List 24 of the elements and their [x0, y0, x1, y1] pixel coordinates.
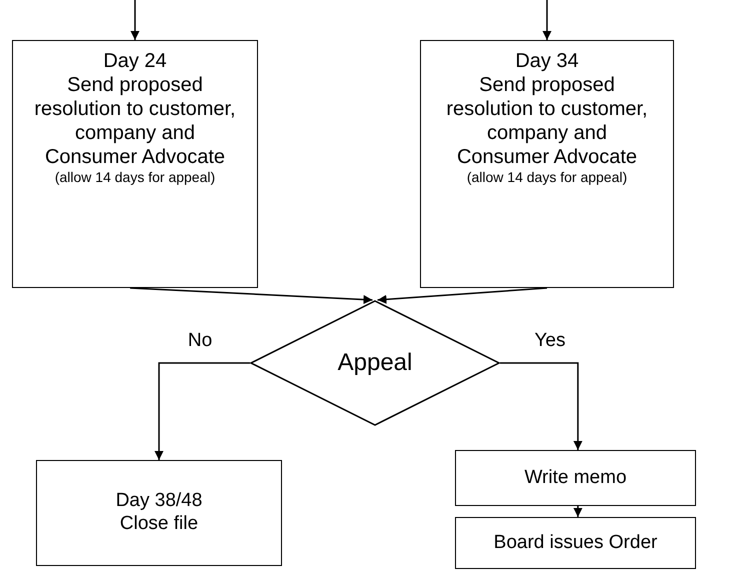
box-heading: Day 24 — [102, 49, 168, 73]
box-text: Send proposed resolution to customer, company and Consumer Advocate — [445, 73, 649, 169]
box-heading: Day 34 — [514, 49, 580, 73]
box-text: Write memo — [524, 466, 627, 490]
box-text: Close file — [120, 513, 198, 536]
process-box — [455, 450, 696, 506]
box-text: (allow 14 days for appeal) — [466, 169, 628, 186]
arrow — [500, 362, 582, 450]
process-box — [420, 40, 674, 288]
process-box — [12, 40, 258, 288]
arrow — [377, 287, 548, 304]
box-text: Send proposed resolution to customer, company and Consumer Advocate — [33, 73, 237, 169]
arrow — [154, 362, 250, 460]
box-heading: Day 38/48 — [116, 490, 202, 513]
arrow — [573, 506, 582, 517]
process-box — [455, 517, 696, 569]
arrow — [130, 287, 373, 304]
box-text: (allow 14 days for appeal) — [54, 169, 216, 186]
arrow — [130, 0, 140, 40]
box-text: Appeal — [338, 348, 412, 378]
process-box — [36, 460, 282, 566]
decision-diamond — [250, 300, 500, 426]
arrow — [542, 0, 552, 40]
box-text: Board issues Order — [494, 532, 658, 554]
